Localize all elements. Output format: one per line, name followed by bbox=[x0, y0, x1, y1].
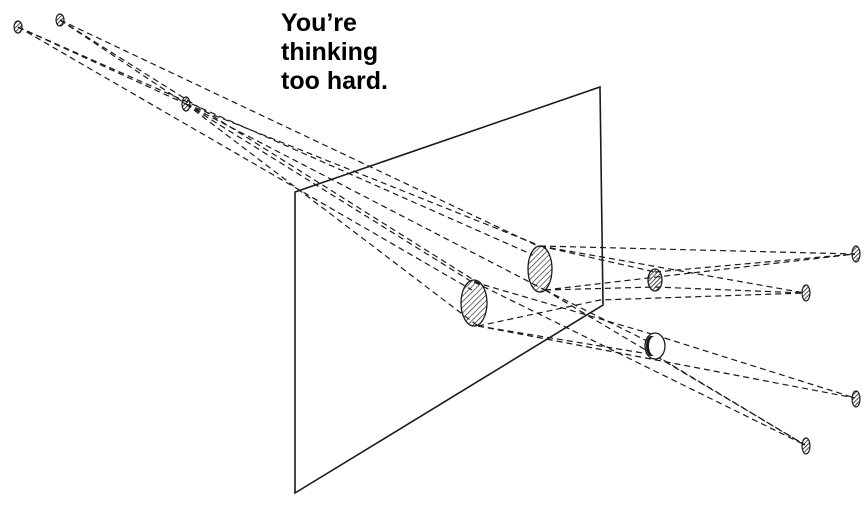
ray bbox=[473, 281, 806, 446]
observer-point-3 bbox=[851, 390, 861, 408]
observer-points bbox=[801, 245, 861, 455]
source-point-near bbox=[181, 96, 191, 112]
image-point-lower-shadow bbox=[645, 336, 655, 356]
ray bbox=[185, 103, 546, 291]
image-plane bbox=[294, 85, 604, 495]
ray bbox=[539, 245, 806, 294]
caption-line-3: too hard. bbox=[281, 67, 388, 95]
ray bbox=[654, 286, 806, 294]
ray bbox=[59, 19, 481, 285]
caption: You’re thinking too hard. bbox=[281, 9, 388, 95]
ray bbox=[17, 26, 534, 256]
ray bbox=[473, 281, 656, 336]
ray bbox=[185, 103, 473, 283]
ray bbox=[477, 292, 806, 327]
ray bbox=[544, 289, 656, 346]
lens-upper bbox=[527, 245, 553, 293]
observer-point-2 bbox=[801, 284, 811, 302]
caption-line-1: You’re bbox=[281, 9, 357, 37]
source-point-far-left bbox=[13, 20, 23, 34]
ray bbox=[654, 253, 856, 273]
source-points bbox=[13, 13, 191, 112]
ray bbox=[654, 334, 856, 399]
light-rays bbox=[17, 19, 856, 446]
ray bbox=[544, 286, 656, 291]
ray bbox=[544, 253, 856, 291]
caption-line-2: thinking bbox=[281, 38, 378, 66]
ray bbox=[539, 245, 856, 255]
ray bbox=[544, 289, 806, 446]
observer-point-4 bbox=[801, 437, 811, 455]
source-point-top bbox=[55, 13, 65, 27]
ray bbox=[17, 26, 187, 105]
ray bbox=[185, 103, 539, 246]
observer-point-1 bbox=[851, 245, 861, 263]
ray bbox=[477, 325, 656, 356]
ray bbox=[539, 245, 656, 273]
lens-lower bbox=[460, 279, 488, 327]
lens-group bbox=[460, 245, 553, 327]
ray bbox=[59, 19, 187, 105]
ray bbox=[17, 26, 473, 291]
ray bbox=[185, 103, 479, 327]
ray bbox=[59, 19, 541, 248]
image-points bbox=[644, 268, 666, 360]
image-point-upper bbox=[647, 268, 663, 292]
